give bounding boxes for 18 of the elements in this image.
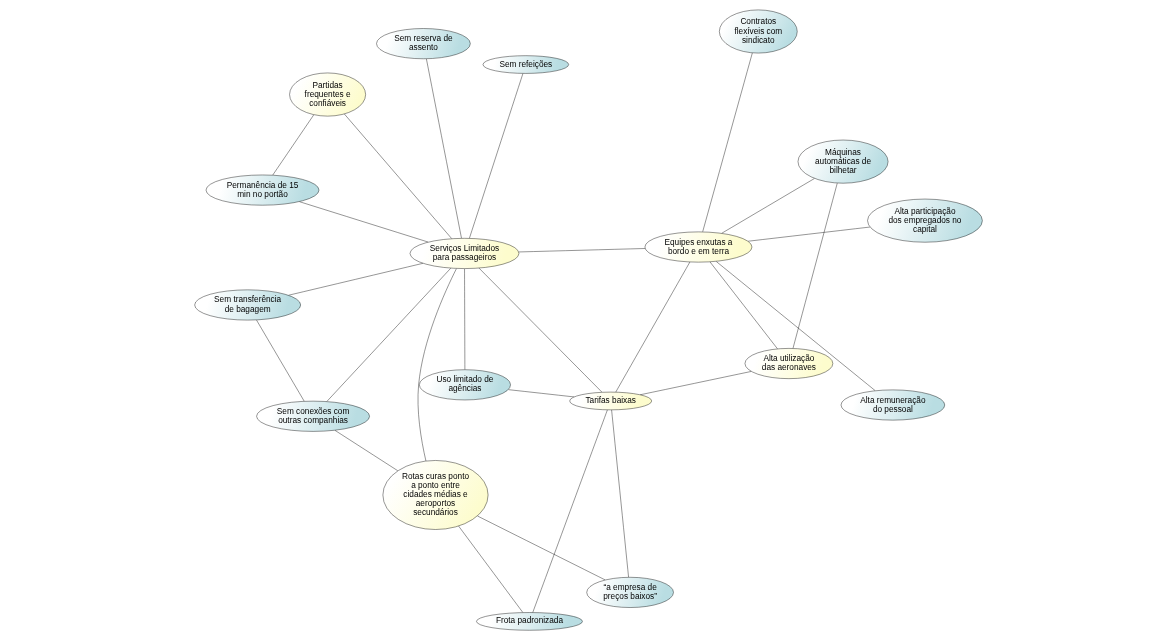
node-ellipse: Tarifas baixas <box>569 391 652 411</box>
node-ellipse: Alta participação dos empregados no capital <box>866 198 983 243</box>
node-ellipse: Rotas curas ponto a ponto entre cidades médias e aeroportos secundários <box>382 460 488 530</box>
node-ellipse: Partidas frequentes e confiáveis <box>288 72 366 117</box>
node-ellipse: Contratos flexíveis com sindicato <box>718 9 797 54</box>
node-ellipse: Sem transferência de bagagem <box>193 289 301 321</box>
node-ellipse: Alta utilização das aeronaves <box>744 348 833 379</box>
node-ellipse: Máquinas automáticas de bilhetar <box>797 139 888 184</box>
node-ellipse: “a empresa de preços baixos” <box>586 577 674 608</box>
node-ellipse: Sem reserva de assento <box>375 28 471 59</box>
node-ellipse: Permanência de 15 min no portão <box>205 174 319 206</box>
node-ellipse: Alta remuneração do pessoal <box>840 389 945 421</box>
node-ellipse: Equipes enxutas a bordo e em terra <box>644 231 752 263</box>
node-ellipse: Uso limitado de agências <box>418 369 511 401</box>
node-ellipse: Sem conexões com outras companhias <box>255 400 370 432</box>
node-ellipse: Serviços Limitados para passageiros <box>409 238 519 269</box>
node-ellipse: Frota padronizada <box>475 612 583 631</box>
node-ellipse: Sem refeições <box>482 55 569 74</box>
